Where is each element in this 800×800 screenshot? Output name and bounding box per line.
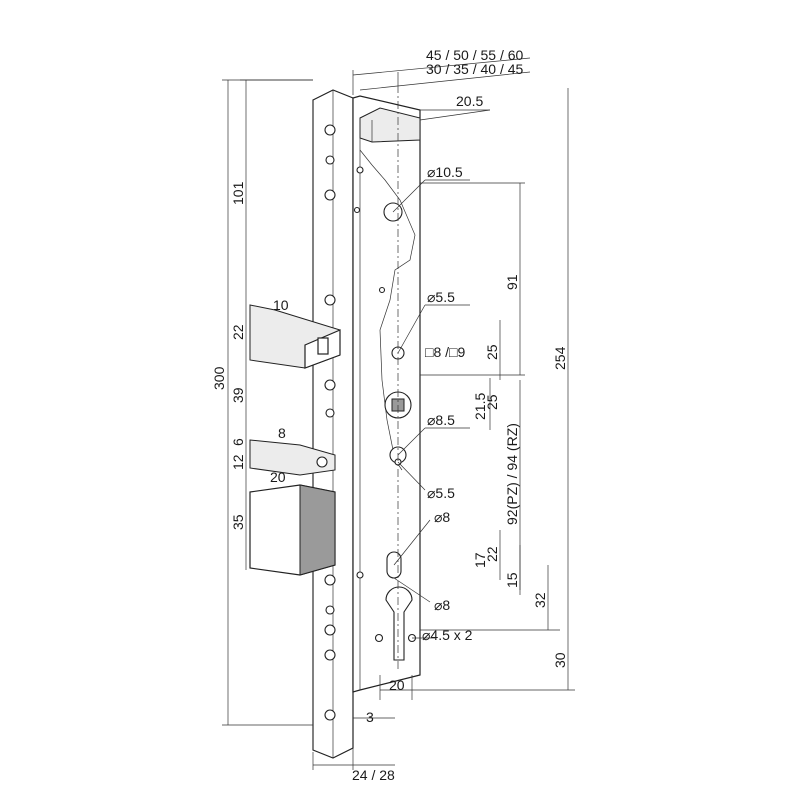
cylinder-cutout — [385, 586, 413, 661]
bottom-dimensions — [312, 675, 413, 770]
faceplate-screw-hole — [325, 155, 335, 165]
label-dia-8-lower: ⌀8 — [434, 597, 450, 613]
case-screw — [356, 571, 364, 579]
label-height-22-left: 22 — [230, 324, 246, 340]
deadbolt — [249, 484, 336, 576]
faceplate-screw-hole — [325, 605, 335, 615]
label-height-91: 91 — [504, 274, 520, 290]
faceplate-screw-hole — [324, 189, 336, 201]
label-height-15: 15 — [504, 572, 520, 588]
faceplate-screw-hole — [324, 379, 336, 391]
label-height-39: 39 — [230, 387, 246, 403]
label-distance-92-94: 92(PZ) / 94 (RZ) — [504, 423, 520, 525]
label-height-6: 6 — [230, 438, 246, 446]
label-square-spindle: □8 /□9 — [425, 344, 465, 360]
label-height-254: 254 — [552, 346, 568, 370]
label-height-25-b: 25 — [484, 394, 500, 410]
label-height-22-right: 22 — [484, 546, 500, 562]
label-backset-bottom: 30 / 35 / 40 / 45 — [426, 61, 524, 77]
dimension-labels: 45 / 50 / 55 / 60 30 / 35 / 40 / 45 20.5… — [211, 47, 568, 783]
cylinder-screw-hole — [374, 633, 384, 643]
label-dia-8-upper: ⌀8 — [434, 509, 450, 525]
label-width-20-bottom: 20 — [389, 677, 405, 693]
label-height-25-a: 25 — [484, 344, 500, 360]
label-offset-20-5: 20.5 — [456, 93, 483, 109]
label-dia-5-5-upper: ⌀5.5 — [427, 289, 455, 305]
right-dimensions — [380, 88, 575, 691]
latch-bolt — [249, 304, 341, 369]
faceplate-screw-hole — [324, 294, 336, 306]
lock-case — [352, 95, 421, 693]
left-dimensions — [222, 79, 313, 726]
label-latch-8: 8 — [278, 425, 286, 441]
faceplate-screw-hole — [324, 709, 336, 721]
faceplate-screw-hole — [324, 649, 336, 661]
faceplate-screw-hole — [324, 124, 336, 136]
label-latch-10: 10 — [273, 297, 289, 313]
case-screw — [378, 286, 386, 294]
top-dimensions — [352, 57, 531, 121]
label-height-101: 101 — [230, 181, 246, 205]
anti-thrust-bolt — [249, 439, 336, 476]
case-screw — [356, 166, 364, 174]
label-height-300: 300 — [211, 366, 227, 390]
label-dia-10-5: ⌀10.5 — [427, 164, 463, 180]
label-dia-8-5: ⌀8.5 — [427, 412, 455, 428]
label-offset-3: 3 — [366, 709, 374, 725]
label-height-30: 30 — [552, 652, 568, 668]
case-screw — [353, 206, 361, 214]
faceplate-screw-hole — [324, 624, 336, 636]
label-bolt-20: 20 — [270, 469, 286, 485]
faceplate-screw-holes — [324, 124, 336, 721]
label-faceplate-width: 24 / 28 — [352, 767, 395, 783]
label-height-35: 35 — [230, 514, 246, 530]
label-height-32: 32 — [532, 592, 548, 608]
label-backset-top: 45 / 50 / 55 / 60 — [426, 47, 524, 63]
faceplate-screw-hole — [325, 408, 335, 418]
label-height-21-5: 21.5 — [472, 393, 488, 420]
faceplate-screw-hole — [324, 574, 336, 586]
label-dia-5-5-lower: ⌀5.5 — [427, 485, 455, 501]
leader-lines — [392, 179, 470, 639]
label-dia-4-5x2: ⌀4.5 x 2 — [422, 627, 473, 643]
label-height-17: 17 — [472, 552, 488, 568]
label-height-12: 12 — [230, 454, 246, 470]
